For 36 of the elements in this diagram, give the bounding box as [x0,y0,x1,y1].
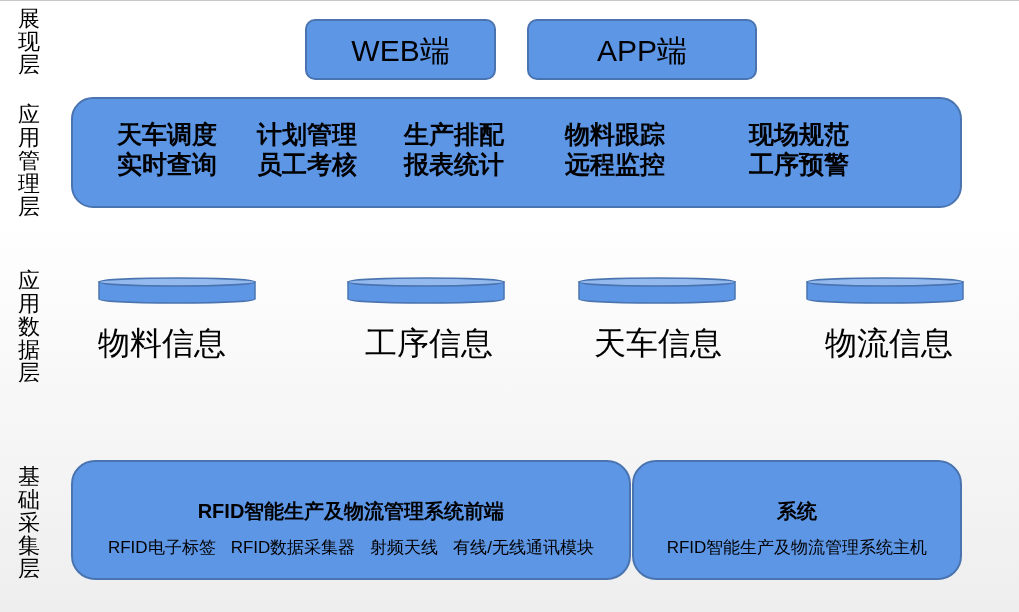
function-label: 实时查询 [117,151,217,179]
layer-label: 应用数据层 [18,269,41,384]
panel-title: RFID智能生产及物流管理系统前端 [197,500,505,522]
layer-panel [71,460,631,580]
layer-panel [71,97,962,208]
disk-caption: 天车信息 [594,326,722,362]
function-label: 物料跟踪 [565,121,665,149]
function-label: 远程监控 [565,151,665,179]
component-label: 有线/无线通讯模块 [453,539,595,558]
disk-caption: 工序信息 [365,326,493,362]
component-label: RFID电子标签 [107,539,216,558]
rounded-box [527,19,757,80]
database-cylinder [578,277,736,304]
function-label: 报表统计 [404,151,504,179]
component-label: 射频天线 [370,539,439,558]
disk-caption: 物料信息 [98,326,226,362]
disk-caption: 物流信息 [825,326,953,362]
box-label: WEB端 [351,33,450,66]
function-label: 计划管理 [257,121,357,149]
component-label: RFID智能生产及物流管理系统主机 [666,539,928,558]
rounded-box [305,19,496,80]
function-label: 现场规范 [749,121,849,149]
function-label: 生产排配 [404,121,504,149]
function-label: 工序预警 [749,151,849,179]
box-label: APP端 [597,33,687,66]
database-cylinder [806,277,964,304]
database-cylinder [347,277,505,304]
layer-label: 展现层 [18,7,41,76]
panel-title: 系统 [777,500,817,522]
layer-label: 应用管理层 [18,103,41,218]
component-label: RFID数据采集器 [230,539,356,558]
function-label: 员工考核 [257,151,357,179]
database-cylinder [98,277,256,304]
function-label: 天车调度 [117,121,217,149]
layer-panel [632,460,962,580]
layer-label: 基础采集层 [18,465,41,580]
